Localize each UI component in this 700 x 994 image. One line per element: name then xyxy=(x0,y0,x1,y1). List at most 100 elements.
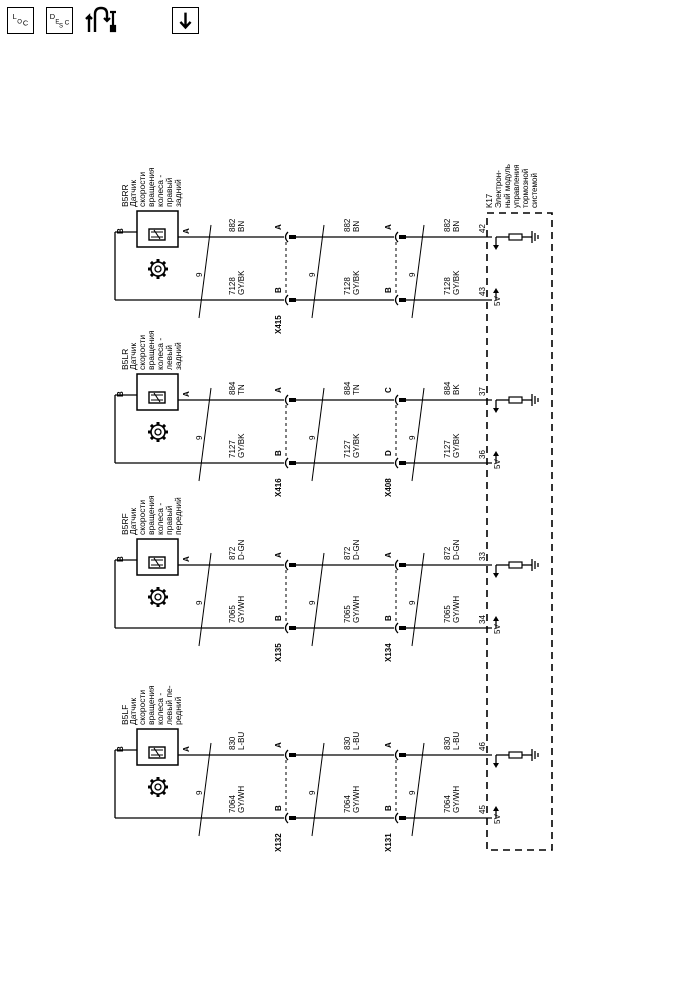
ecu-input-circuit xyxy=(493,231,539,300)
signal-wire-color: TN xyxy=(237,384,246,395)
connector-id: X416 xyxy=(274,478,283,497)
signal-circuit-number: 872 xyxy=(343,546,352,560)
connector-pin-signal: A xyxy=(274,224,283,230)
sensor-name-line: правый xyxy=(164,505,174,535)
sensor-id: B5RF xyxy=(120,513,130,535)
signal-wire-color: D-GN xyxy=(237,539,246,560)
sensor-element-icon xyxy=(148,391,166,404)
location-view-icon[interactable]: L O C xyxy=(7,7,34,34)
low-wire-color: GY/BK xyxy=(352,270,361,295)
twist-label: 9 xyxy=(308,272,317,277)
low-wire-color: GY/WH xyxy=(352,786,361,813)
signal-circuit-number: 884 xyxy=(343,381,352,395)
sensor-name-line: вращения xyxy=(146,167,156,207)
low-circuit-number: 7064 xyxy=(343,795,352,813)
ecu-pin-signal: 46 xyxy=(478,742,487,751)
twist-label: 9 xyxy=(308,435,317,440)
ground-icon xyxy=(531,394,539,406)
low-circuit-number: 7065 xyxy=(343,605,352,623)
twist-label: 9 xyxy=(408,435,417,440)
sensor-pin-signal: A xyxy=(182,391,191,397)
signal-wire-color: L-BU xyxy=(237,732,246,750)
sensor-name-line: задний xyxy=(173,342,183,370)
ecu-pin-signal: 33 xyxy=(478,552,487,561)
sensor-name-line: скорости xyxy=(137,500,147,535)
loc-letter-l: L xyxy=(13,12,17,21)
description-view-icon[interactable]: D E S C xyxy=(46,7,73,34)
ecu-input-circuit xyxy=(493,749,539,818)
sensor-name-line: вращения xyxy=(146,495,156,535)
toolbar: L O C D E S C xyxy=(0,0,700,44)
ground-icon xyxy=(531,559,539,571)
connector-pin-low: B xyxy=(384,805,393,811)
sensor-name-line: правый xyxy=(164,177,174,207)
twisted-pair-mark xyxy=(311,224,325,319)
low-wire-color: GY/BK xyxy=(237,270,246,295)
signal-circuit-number: 882 xyxy=(343,218,352,232)
sensor-name-line: Датчик xyxy=(128,343,138,370)
low-wire-color: GY/WH xyxy=(237,786,246,813)
twist-label: 9 xyxy=(408,790,417,795)
sensor-pin-low: B xyxy=(116,746,125,752)
sensor-name-line: скорости xyxy=(137,172,147,207)
low-wire-color: GY/WH xyxy=(237,596,246,623)
signal-circuit-number: 884 xyxy=(228,381,237,395)
low-wire-color: GY/WH xyxy=(352,596,361,623)
desc-letter-e: E xyxy=(55,20,59,26)
signal-wire-color: D-GN xyxy=(352,539,361,560)
sensor-name-line: колеса - xyxy=(155,338,165,370)
sensor-pin-low: B xyxy=(116,391,125,397)
sensor-name-line: задний xyxy=(173,179,183,207)
ecu-input-circuit xyxy=(493,394,539,463)
connector-repair-icon[interactable] xyxy=(84,4,126,36)
sensor-name-line: Датчик xyxy=(128,698,138,725)
low-circuit-number: 7064 xyxy=(443,795,452,813)
sensor-name-line: колеса - xyxy=(155,503,165,535)
sensor-name-line: вращения xyxy=(146,330,156,370)
low-wire-color: GY/BK xyxy=(452,433,461,458)
module-name-line: ный модуль xyxy=(503,164,512,208)
twisted-pair-mark xyxy=(198,552,212,647)
low-wire-color: GY/BK xyxy=(237,433,246,458)
sensor-pin-signal: A xyxy=(182,228,191,234)
connector-pin-low: B xyxy=(274,615,283,621)
ground-icon xyxy=(531,231,539,243)
twisted-pair-mark xyxy=(311,552,325,647)
module-name-line: системой xyxy=(530,173,539,208)
low-circuit-number: 7128 xyxy=(228,277,237,295)
twisted-pair-mark xyxy=(411,552,425,647)
gear-icon xyxy=(148,777,168,797)
low-circuit-number: 7128 xyxy=(443,277,452,295)
low-wire-color: GY/BK xyxy=(352,433,361,458)
module-name-line: Электрон- xyxy=(494,170,503,208)
sensor-name-line: колеса - xyxy=(155,175,165,207)
sensor-name-line: Датчик xyxy=(128,180,138,207)
signal-circuit-number: 884 xyxy=(443,381,452,395)
download-arrow-icon[interactable] xyxy=(172,7,199,34)
connector-pin-low: D xyxy=(384,450,393,456)
sensor-box xyxy=(136,210,179,248)
connector-pin-signal: A xyxy=(384,552,393,558)
sensor-box xyxy=(136,538,179,576)
module-name-line: тормозной xyxy=(521,169,530,208)
low-circuit-number: 7127 xyxy=(443,440,452,458)
signal-wire-color: TN xyxy=(352,384,361,395)
connector-id: X408 xyxy=(384,478,393,497)
twisted-pair-mark xyxy=(411,387,425,482)
sensor-name-line: колеса - xyxy=(155,693,165,725)
sensor-element-icon xyxy=(148,556,166,569)
connector-id: X132 xyxy=(274,833,283,852)
low-wire-color: GY/BK xyxy=(452,270,461,295)
gear-icon xyxy=(148,587,168,607)
low-wire-color: GY/WH xyxy=(452,596,461,623)
connector-pin-low: B xyxy=(274,450,283,456)
ground-icon xyxy=(531,749,539,761)
desc-letter-c: C xyxy=(65,20,70,27)
module-outline xyxy=(486,212,553,851)
signal-circuit-number: 882 xyxy=(443,218,452,232)
